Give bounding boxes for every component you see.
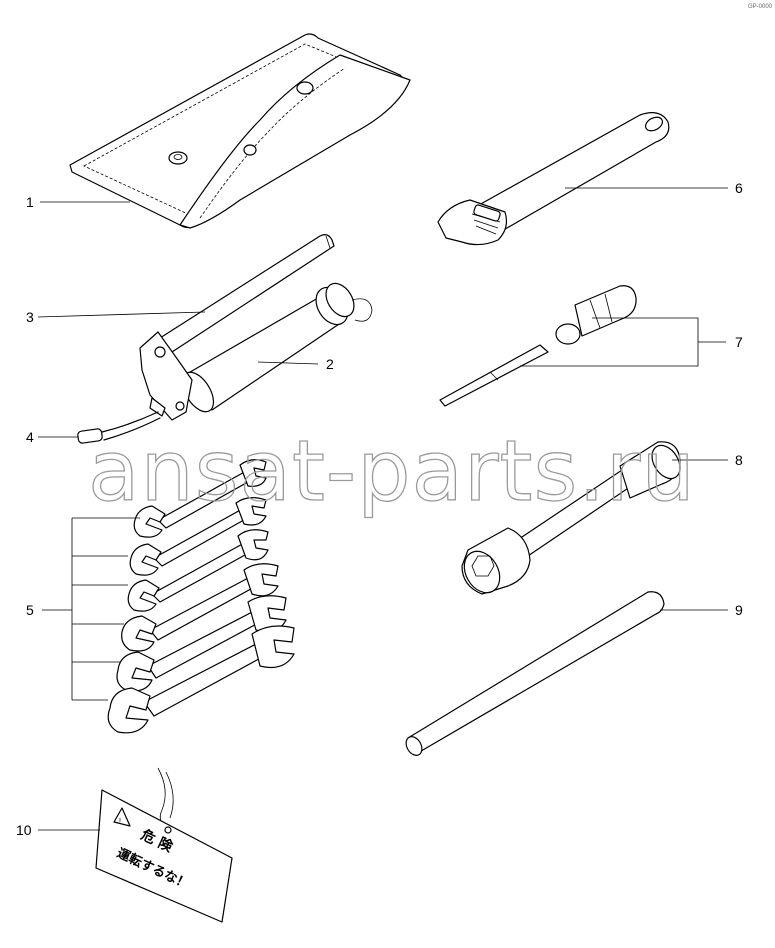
- callout-2: 2: [326, 356, 334, 372]
- callout-6: 6: [735, 180, 743, 196]
- diagram-code: GP-0000: [748, 4, 773, 10]
- spanner-set: [107, 459, 295, 734]
- leader-lines: [37, 187, 728, 831]
- warning-triangle-icon: [113, 807, 131, 827]
- lever-bar: [159, 234, 335, 353]
- callout-9: 9: [735, 602, 743, 618]
- callout-3: 3: [26, 309, 34, 325]
- watermark: ansat-parts.ru: [88, 422, 696, 520]
- callout-numbers: 1 2 3 4 5 6 7 8 9 10: [16, 180, 743, 838]
- box-spanner: [461, 441, 681, 595]
- warning-tag: ! 危 険 運転するな！: [95, 767, 233, 923]
- callout-7: 7: [735, 334, 743, 350]
- screwdriver: [439, 285, 637, 407]
- callout-5: 5: [26, 602, 34, 618]
- callout-10: 10: [16, 822, 32, 838]
- spanner-4: [121, 563, 279, 652]
- callout-1: 1: [26, 194, 34, 210]
- spanner-5: [116, 595, 287, 692]
- spanner-3: [127, 529, 269, 612]
- svg-text:!: !: [119, 817, 121, 826]
- spanner-6: [107, 625, 295, 734]
- callout-4: 4: [26, 429, 34, 445]
- grease-gun: [77, 282, 373, 444]
- callout-8: 8: [735, 452, 743, 468]
- tommy-bar: [405, 591, 665, 756]
- spanner-1: [133, 459, 267, 538]
- adjustable-wrench: [437, 112, 670, 246]
- tool-bag: [69, 33, 411, 229]
- spanner-2: [129, 497, 267, 576]
